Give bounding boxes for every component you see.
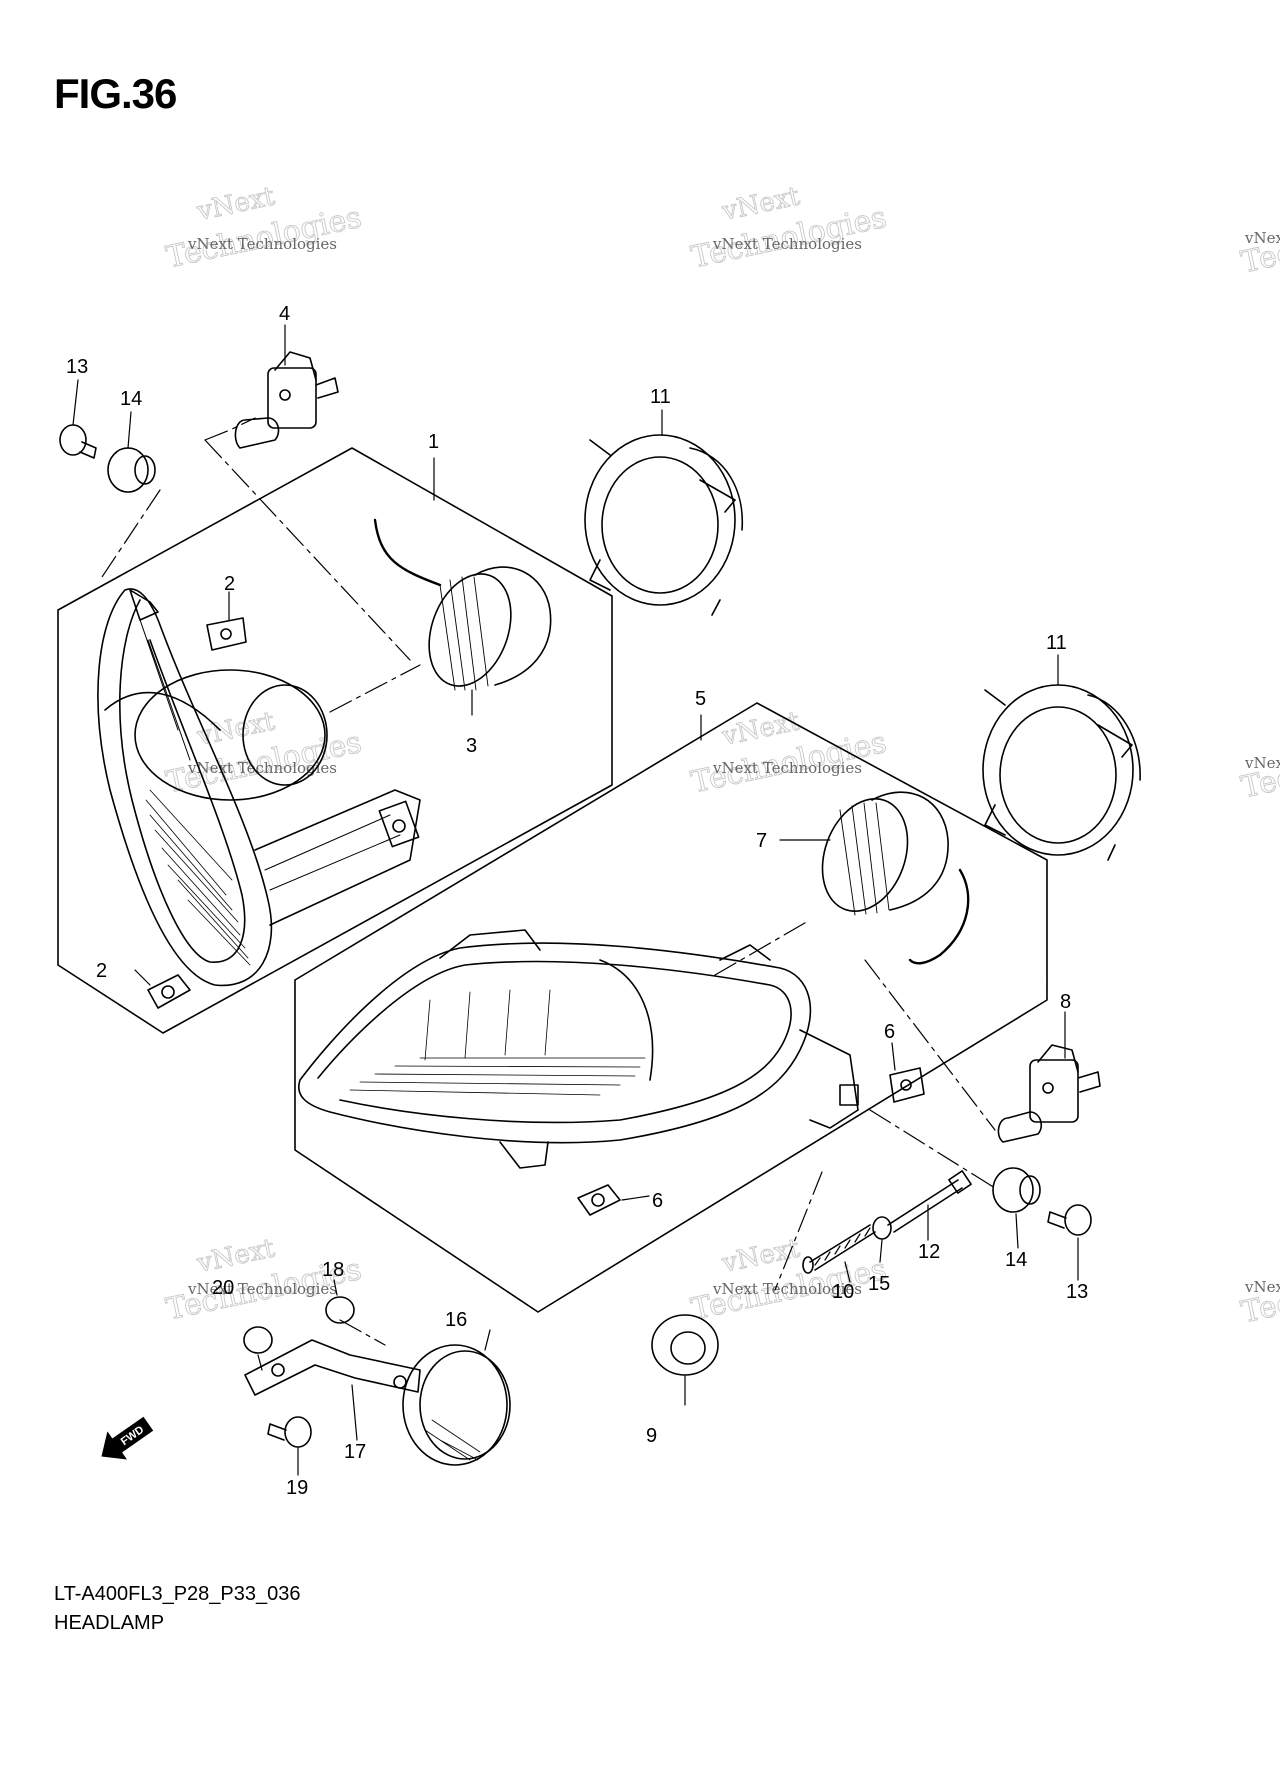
callout-2-bottom: 2 bbox=[96, 960, 107, 982]
lock-ring-11-top bbox=[584, 434, 744, 616]
screw-13-top bbox=[59, 424, 97, 459]
callout-20: 20 bbox=[212, 1277, 234, 1299]
callout-6-top: 6 bbox=[884, 1021, 895, 1043]
callout-11-right: 11 bbox=[1046, 632, 1067, 654]
watermark-label: vNext Technologies bbox=[712, 1280, 862, 1298]
figure-title: FIG.36 bbox=[54, 70, 177, 117]
watermark-label: vNext Technologies bbox=[187, 759, 337, 777]
watermark-label: vNext Technologies bbox=[1244, 754, 1280, 772]
screw-13-right bbox=[1047, 1204, 1092, 1236]
watermark-low-center: vNext Technologies bbox=[688, 1233, 890, 1328]
assembly-dash-lines bbox=[99, 417, 996, 1371]
watermark-label: vNext Technologies bbox=[1244, 229, 1280, 247]
watermark-label: vNext Technologies bbox=[187, 235, 337, 253]
callout-6-bottom: 6 bbox=[652, 1190, 663, 1212]
clip-6-top bbox=[889, 1067, 925, 1103]
watermark-top-mid: vNext Technologies bbox=[688, 181, 890, 276]
callout-19: 19 bbox=[286, 1477, 308, 1499]
callout-11-top: 11 bbox=[650, 386, 671, 408]
callout-9: 9 bbox=[646, 1425, 657, 1447]
bulb-4 bbox=[234, 351, 339, 449]
grommet-14-top bbox=[107, 447, 156, 493]
watermark-label: vNext Technologies bbox=[187, 1280, 337, 1298]
callout-4: 4 bbox=[279, 303, 290, 325]
spring-10 bbox=[802, 1224, 876, 1274]
callout-14-top: 14 bbox=[120, 388, 142, 410]
callout-2-top: 2 bbox=[224, 573, 235, 595]
callout-13-right: 13 bbox=[1066, 1281, 1088, 1303]
watermark-label: vNext Technologies bbox=[1244, 1278, 1280, 1296]
bracket-17 bbox=[244, 1339, 421, 1396]
clip-2-bottom bbox=[147, 974, 191, 1009]
nut-18 bbox=[325, 1296, 355, 1324]
callout-13-top: 13 bbox=[66, 356, 88, 378]
lock-ring-11-right bbox=[982, 684, 1141, 861]
callout-17: 17 bbox=[344, 1441, 366, 1463]
leader-lines bbox=[72, 324, 1079, 1476]
callout-12: 12 bbox=[918, 1241, 940, 1263]
bulb-8 bbox=[997, 1044, 1101, 1143]
grommet-9 bbox=[651, 1314, 719, 1376]
clip-2-top bbox=[206, 617, 247, 651]
screw-19 bbox=[267, 1416, 312, 1448]
assembly-frame-right bbox=[294, 702, 1048, 1313]
headlamp-housing-left bbox=[97, 588, 421, 987]
headlamp-housing-right bbox=[298, 929, 859, 1169]
callout-8: 8 bbox=[1060, 991, 1071, 1013]
bolt-12 bbox=[887, 1170, 972, 1233]
washer-15 bbox=[872, 1216, 892, 1240]
figure-code: LT-A400FL3_P28_P33_036 bbox=[54, 1583, 301, 1605]
callout-labels: 1 2 2 3 4 5 6 6 7 8 9 10 11 11 12 13 13 … bbox=[66, 303, 1088, 1499]
reflector-lens-16 bbox=[402, 1344, 511, 1466]
callout-15: 15 bbox=[868, 1273, 890, 1295]
clip-6-bottom bbox=[577, 1184, 621, 1216]
fwd-arrow-icon: FWD bbox=[101, 1416, 154, 1460]
callout-1: 1 bbox=[428, 431, 439, 453]
assembly-frame-left bbox=[57, 447, 613, 1034]
grommet-14-right bbox=[992, 1167, 1041, 1213]
watermark-mid-left: vNext Technologies bbox=[163, 706, 365, 801]
callout-16: 16 bbox=[445, 1309, 467, 1331]
bulb-socket-3 bbox=[373, 518, 552, 691]
watermark-label: vNext Technologies bbox=[712, 235, 862, 253]
watermark-top-left: vNext Technologies bbox=[163, 181, 365, 276]
callout-5: 5 bbox=[695, 688, 706, 710]
bulb-socket-7 bbox=[821, 791, 970, 965]
callout-3: 3 bbox=[466, 735, 477, 757]
callout-18: 18 bbox=[322, 1259, 344, 1281]
nut-20 bbox=[243, 1326, 273, 1354]
watermark-label: vNext Technologies bbox=[712, 759, 862, 777]
watermark-mid-center: vNext Technologies bbox=[688, 706, 890, 801]
callout-14-right: 14 bbox=[1005, 1249, 1027, 1271]
figure-name: HEADLAMP bbox=[54, 1612, 165, 1634]
callout-10: 10 bbox=[832, 1281, 854, 1303]
callout-7: 7 bbox=[756, 830, 767, 852]
